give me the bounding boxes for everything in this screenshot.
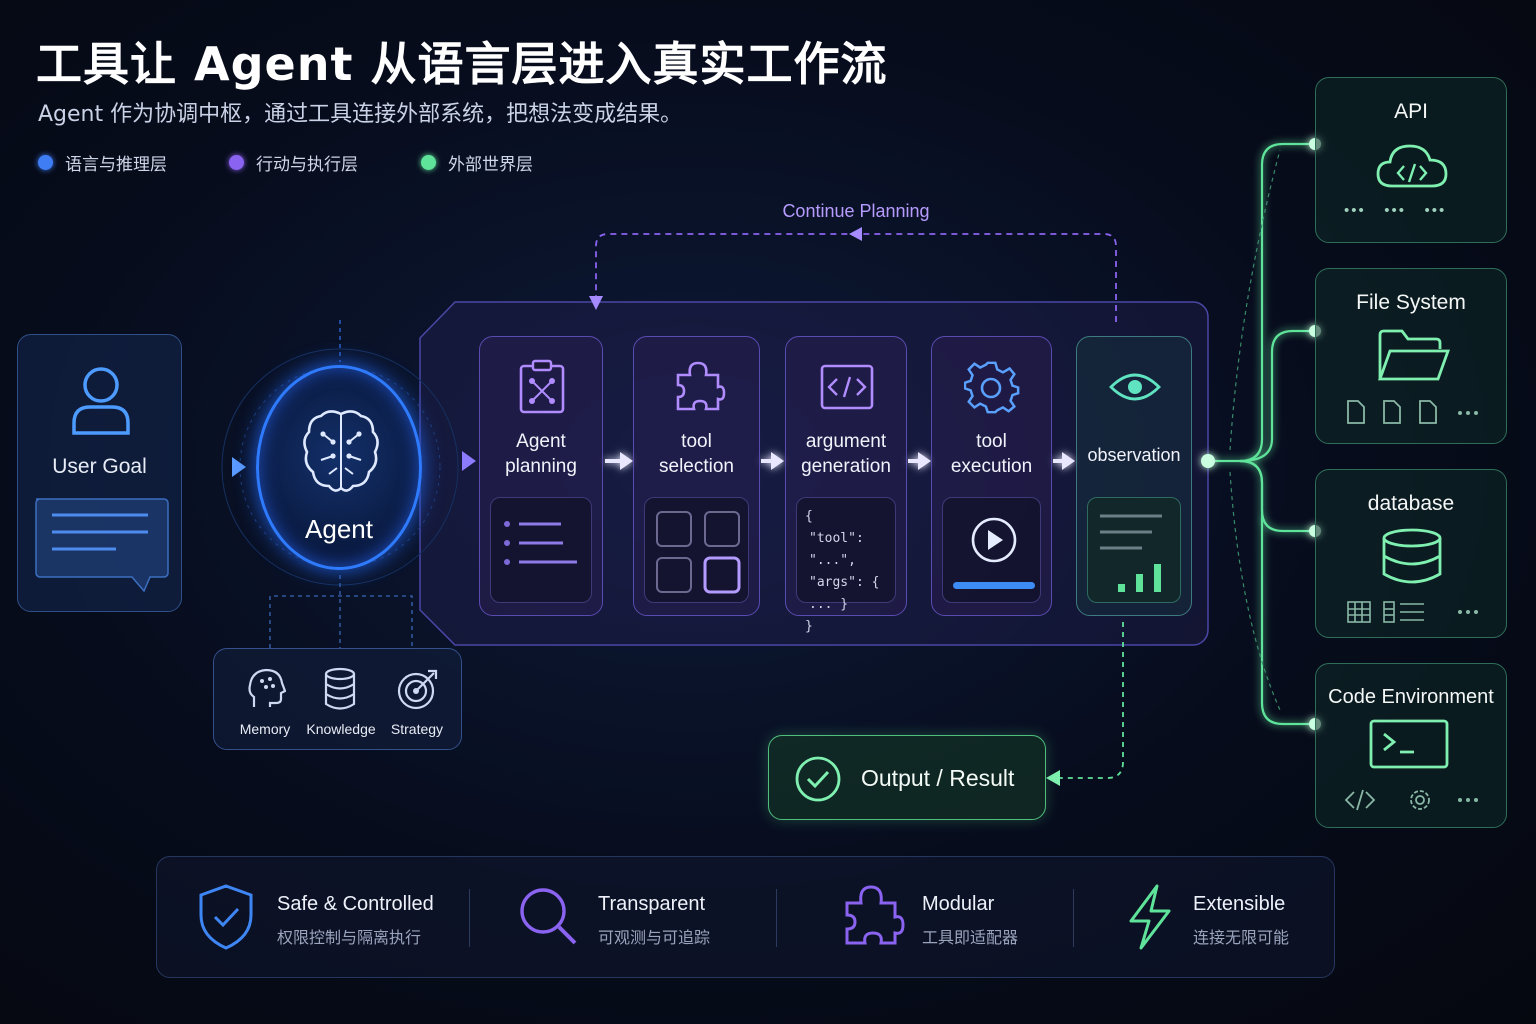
- feature-extensible: Extensible 连接无限可能: [1193, 893, 1289, 948]
- feature-subtitle: 工具即适配器: [922, 928, 1019, 947]
- user-goal-label: User Goal: [52, 455, 147, 478]
- step-label-line1: argument: [805, 431, 887, 452]
- code-line: "tool": "...",: [809, 531, 864, 568]
- user-icon: [72, 367, 130, 435]
- feature-title: Extensible: [1193, 893, 1286, 915]
- progress-bar: [953, 582, 1035, 589]
- code-window-icon: [820, 364, 874, 410]
- output-result-box: Output / Result: [768, 735, 1046, 820]
- knowledge-label: Knowledge: [306, 721, 376, 737]
- tool-grid-panel: [644, 497, 749, 603]
- step-label-line2: planning: [505, 456, 577, 477]
- agent-label: Agent: [305, 514, 373, 544]
- agent-core: Agent: [256, 365, 422, 570]
- feature-subtitle: 权限控制与隔离执行: [277, 928, 422, 947]
- feature-transparent: Transparent 可观测与可追踪: [598, 893, 710, 948]
- grid-icon: [656, 511, 741, 594]
- agent-support-panel: Memory Knowledge Strategy: [213, 648, 462, 750]
- legend-item-language: 语言与推理层: [38, 150, 167, 175]
- more-icon: ••• ••• •••: [1344, 202, 1447, 219]
- user-goal-card: User Goal: [17, 334, 182, 612]
- database-icon: [1382, 528, 1442, 584]
- legend-label: 语言与推理层: [65, 155, 167, 175]
- legend-item-external: 外部世界层: [421, 150, 533, 175]
- continue-planning-label: Continue Planning: [782, 201, 930, 221]
- eye-icon: [1109, 373, 1161, 401]
- legend-item-action: 行动与执行层: [229, 150, 358, 175]
- chat-bubble-icon: [35, 498, 169, 593]
- gear-icon: [964, 361, 1020, 414]
- step-label-line2: selection: [659, 456, 734, 477]
- feature-title: Safe & Controlled: [277, 893, 434, 915]
- legend-dot: [38, 155, 53, 170]
- cloud-code-icon: [1376, 144, 1448, 188]
- step-argument-generation: argument generation { "tool": "...", "arg…: [785, 336, 907, 634]
- strategy-label: Strategy: [390, 721, 444, 737]
- database-icon: [324, 667, 356, 710]
- json-snippet: { "tool": "...", "args": { ... } }: [796, 497, 896, 634]
- step-label-line2: generation: [801, 456, 891, 477]
- legend-dot: [229, 155, 244, 170]
- step-tool-selection: tool selection: [633, 336, 760, 616]
- feature-subtitle: 可观测与可追踪: [598, 928, 711, 947]
- feature-title: Transparent: [598, 893, 706, 915]
- magnifier-icon: [520, 888, 577, 945]
- terminal-icon: [1369, 719, 1449, 769]
- observation-panel: [1087, 497, 1181, 603]
- legend-label: 外部世界层: [448, 155, 533, 175]
- shield-check-icon: [199, 884, 253, 950]
- lightning-icon: [1129, 884, 1171, 950]
- code-line: }: [805, 619, 813, 634]
- external-label: API: [1394, 100, 1428, 123]
- memory-label: Memory: [239, 721, 291, 737]
- brain-icon: [303, 410, 379, 492]
- memory-head-icon: [248, 668, 286, 707]
- puzzle-icon: [845, 885, 905, 945]
- feature-subtitle: 连接无限可能: [1193, 928, 1290, 947]
- external-database: database: [1315, 469, 1507, 638]
- code-line: {: [805, 509, 813, 524]
- arrow-head: [232, 457, 246, 477]
- feature-modular: Modular 工具即适配器: [922, 893, 1018, 948]
- file-icons: [1347, 400, 1478, 424]
- external-label: database: [1367, 492, 1455, 515]
- page-subtitle: Agent 作为协调中枢，通过工具连接外部系统，把想法变成结果。: [38, 102, 683, 127]
- step-tool-execution: tool execution: [931, 336, 1052, 616]
- target-icon: [397, 669, 438, 710]
- legend-label: 行动与执行层: [256, 155, 358, 175]
- table-icons: [1347, 601, 1478, 623]
- external-label: File System: [1356, 291, 1466, 314]
- planning-list-panel: [490, 497, 592, 603]
- step-label-line1: tool: [681, 431, 712, 452]
- legend-dot: [421, 155, 436, 170]
- code-line: "args": { ... }: [809, 575, 880, 612]
- step-label-line1: observation: [1087, 445, 1181, 465]
- list-icon: [504, 521, 577, 565]
- features-bar: Safe & Controlled 权限控制与隔离执行 Transparent …: [156, 856, 1335, 978]
- puzzle-icon: [676, 361, 726, 411]
- external-code-environment: Code Environment: [1315, 663, 1507, 828]
- bar-chart-icon: [1100, 514, 1162, 592]
- execution-panel: [942, 497, 1041, 603]
- step-label-line2: execution: [950, 456, 1033, 477]
- external-label: Code Environment: [1328, 686, 1494, 708]
- check-circle-icon: [795, 756, 841, 802]
- step-label-line1: Agent: [516, 431, 566, 452]
- external-file-system: File System: [1315, 268, 1507, 444]
- step-label-line1: tool: [976, 431, 1007, 452]
- external-api: API ••• ••• •••: [1315, 77, 1507, 243]
- step-observation: observation: [1076, 336, 1192, 616]
- step-agent-planning: Agent planning: [479, 336, 603, 616]
- page-title: 工具让 Agent 从语言层进入真实工作流: [36, 37, 888, 91]
- code-gear-icons: [1344, 789, 1478, 811]
- feature-safe: Safe & Controlled 权限控制与隔离执行: [277, 893, 434, 948]
- folder-icon: [1378, 329, 1450, 381]
- feature-title: Modular: [922, 893, 995, 915]
- play-icon: [953, 517, 1035, 589]
- output-label: Output / Result: [861, 765, 1015, 791]
- clipboard-icon: [519, 359, 565, 414]
